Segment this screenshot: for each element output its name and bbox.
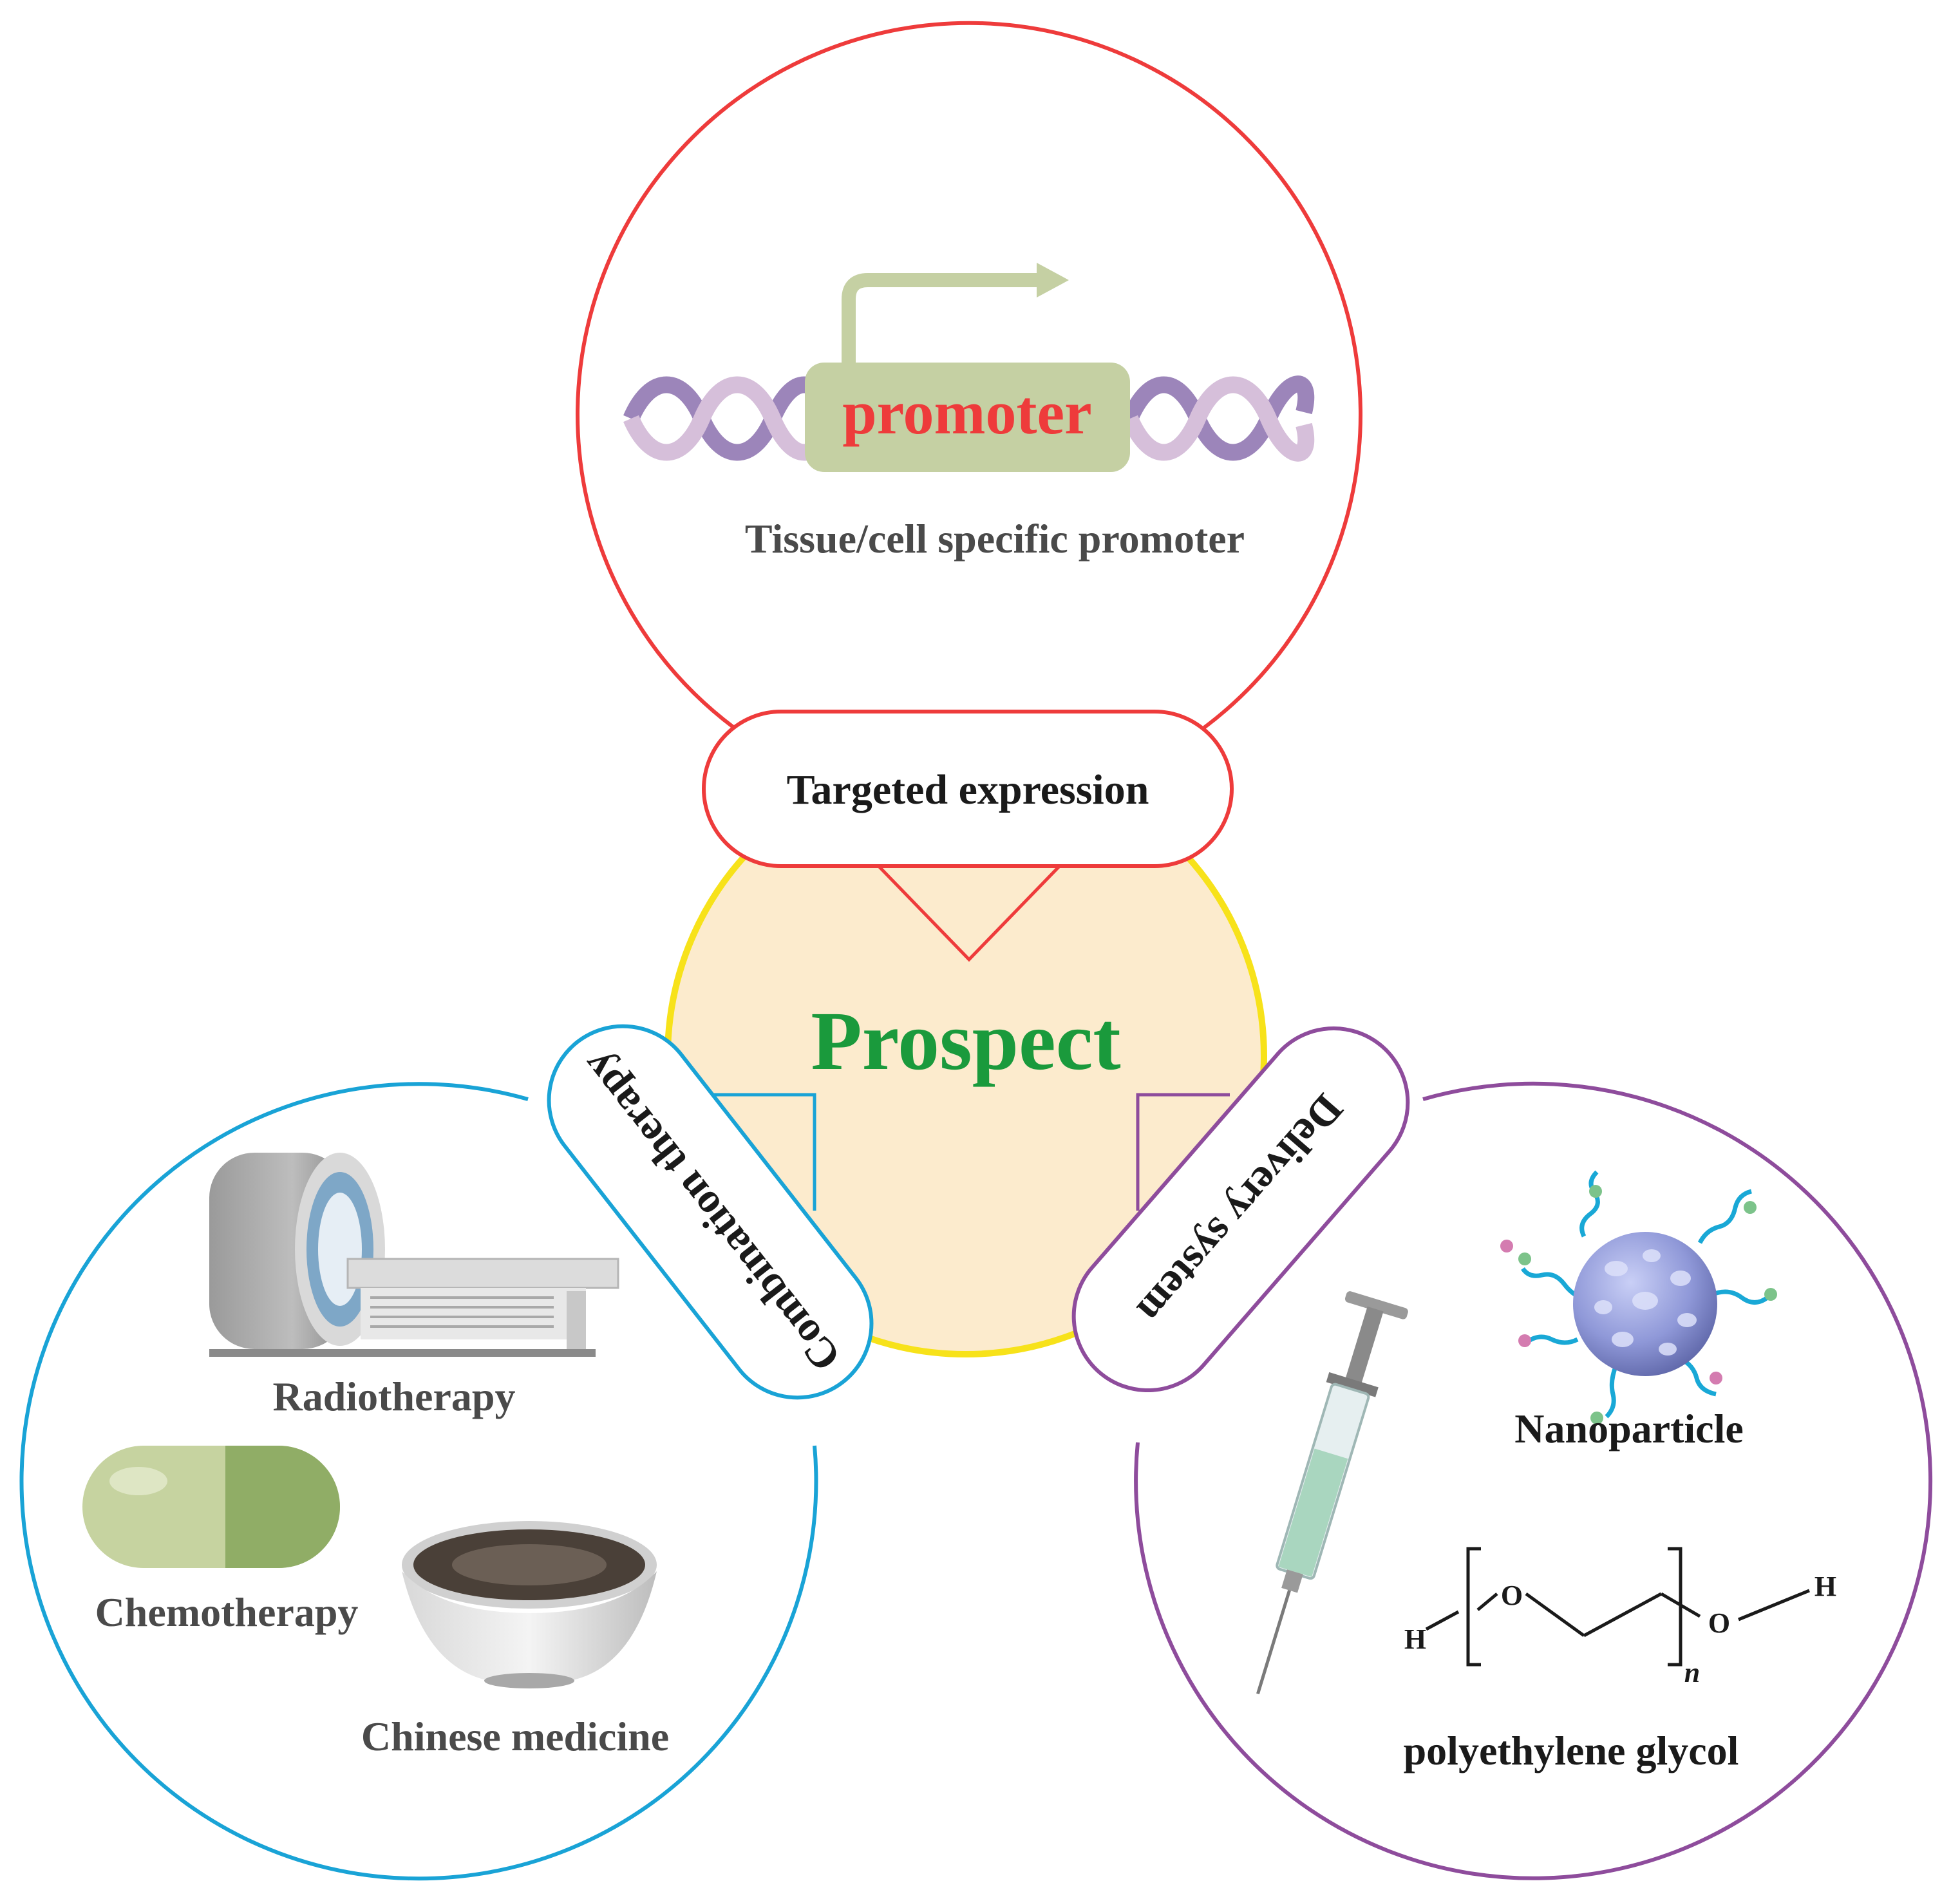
right-connector [1136,1093,1230,1211]
right-lobe: Nanoparticle H O n O H polyethylene glyc… [1071,1026,1933,1880]
peg-o-right: O [1708,1607,1730,1639]
right-lobe-outline [1134,1081,1933,1880]
peg-n: n [1684,1657,1700,1688]
transcription-arrow [842,273,1043,386]
peg-h-left: H [1404,1623,1426,1655]
top-lobe-outline [576,21,1362,730]
capsule-icon [82,1446,340,1568]
targeted-expression-pill [702,710,1234,868]
nanoparticle-label: Nanoparticle [1514,1406,1744,1451]
arrow-head-icon [1037,263,1069,298]
bowl-icon [402,1521,657,1688]
chinese-medicine-label: Chinese medicine [361,1714,669,1759]
mri-scanner-icon [209,1153,619,1357]
radiotherapy-label: Radiotherapy [273,1374,516,1419]
peg-label: polyethylene glycol [1404,1728,1739,1773]
left-lobe: Radiotherapy Chemotherapy Chinese medici… [19,1024,874,1881]
center-label: Prospect [811,995,1120,1088]
promoter-graphic: promoter [623,263,1315,472]
dna-right-icon [1122,375,1315,462]
promoter-box [805,363,1130,472]
syringe-icon [1256,1291,1408,1695]
peg-structure-icon: H O n O H [1404,1547,1836,1688]
nanoparticle-icon [1500,1170,1777,1424]
promoter-label: promoter [842,378,1091,447]
delivery-system-pill: Delivery system [1071,1026,1410,1393]
chemotherapy-label: Chemotherapy [95,1589,359,1635]
peg-o-left: O [1501,1580,1523,1611]
dna-left-icon [623,376,839,461]
top-connector [868,855,1070,962]
left-connector [708,1093,816,1211]
center-circle: Prospect [664,755,1267,1357]
top-lobe: promoter Tissue/cell specific promoter T… [576,21,1362,962]
peg-h-right: H [1814,1571,1836,1602]
promoter-caption: Tissue/cell specific promoter [745,516,1245,562]
targeted-expression-label: Targeted expression [787,766,1149,813]
